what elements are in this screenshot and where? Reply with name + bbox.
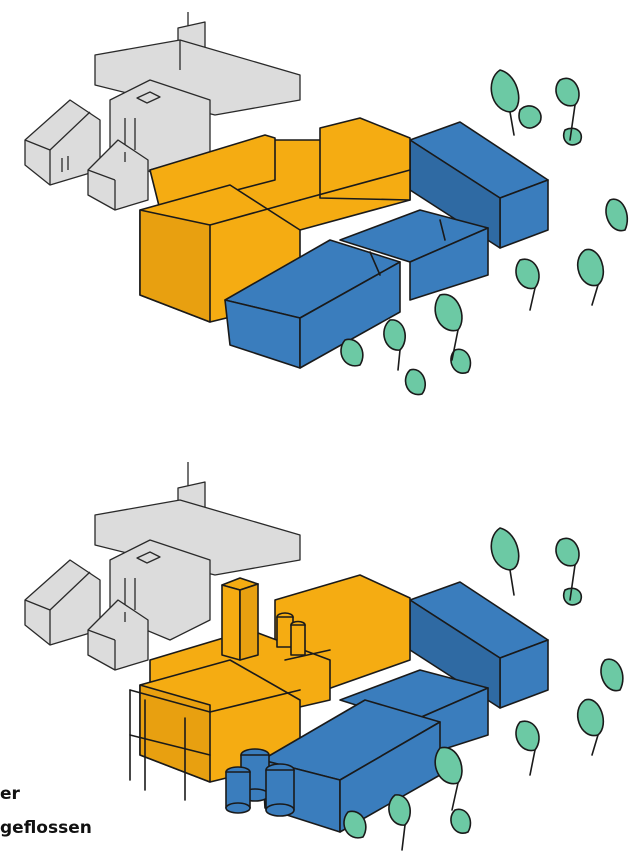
tree-icon — [450, 348, 472, 374]
tree-icon — [434, 746, 463, 785]
silos — [225, 748, 295, 817]
tree-icon — [434, 293, 463, 332]
tree-icon — [450, 808, 472, 834]
tree-icon — [562, 587, 583, 606]
tree-icon — [340, 338, 364, 367]
scene-before — [24, 12, 629, 396]
tree-icon — [576, 248, 604, 287]
trees-top — [340, 69, 629, 396]
tree-icon — [515, 720, 540, 752]
tree-icon — [605, 198, 629, 232]
existing-building-top — [139, 117, 411, 323]
tree-icon — [562, 127, 583, 146]
new-building-connector-top — [339, 209, 489, 301]
tree-icon — [490, 69, 520, 113]
tree-icon — [388, 794, 411, 826]
tree-icon — [404, 368, 426, 396]
tree-icon — [518, 105, 542, 129]
tree-icon — [576, 698, 604, 737]
neighborhood-houses-bottom — [24, 462, 301, 671]
new-building-front-top — [224, 239, 401, 369]
tree-icon — [383, 319, 406, 351]
tree-icon — [600, 658, 624, 692]
tree-icon — [555, 537, 580, 567]
new-building-back-bottom — [409, 581, 549, 709]
caption-line-1: er — [0, 784, 20, 804]
scene-after — [24, 462, 624, 851]
tree-icon — [515, 258, 540, 290]
tree-icon — [343, 810, 367, 839]
neighborhood-houses-top — [24, 12, 301, 211]
tree-icon — [555, 77, 580, 107]
caption-line-2: geflossen — [0, 818, 92, 838]
existing-building-bottom — [129, 574, 411, 801]
new-building-back-top — [409, 121, 549, 249]
trees-bottom — [343, 527, 624, 851]
tree-icon — [490, 527, 520, 571]
